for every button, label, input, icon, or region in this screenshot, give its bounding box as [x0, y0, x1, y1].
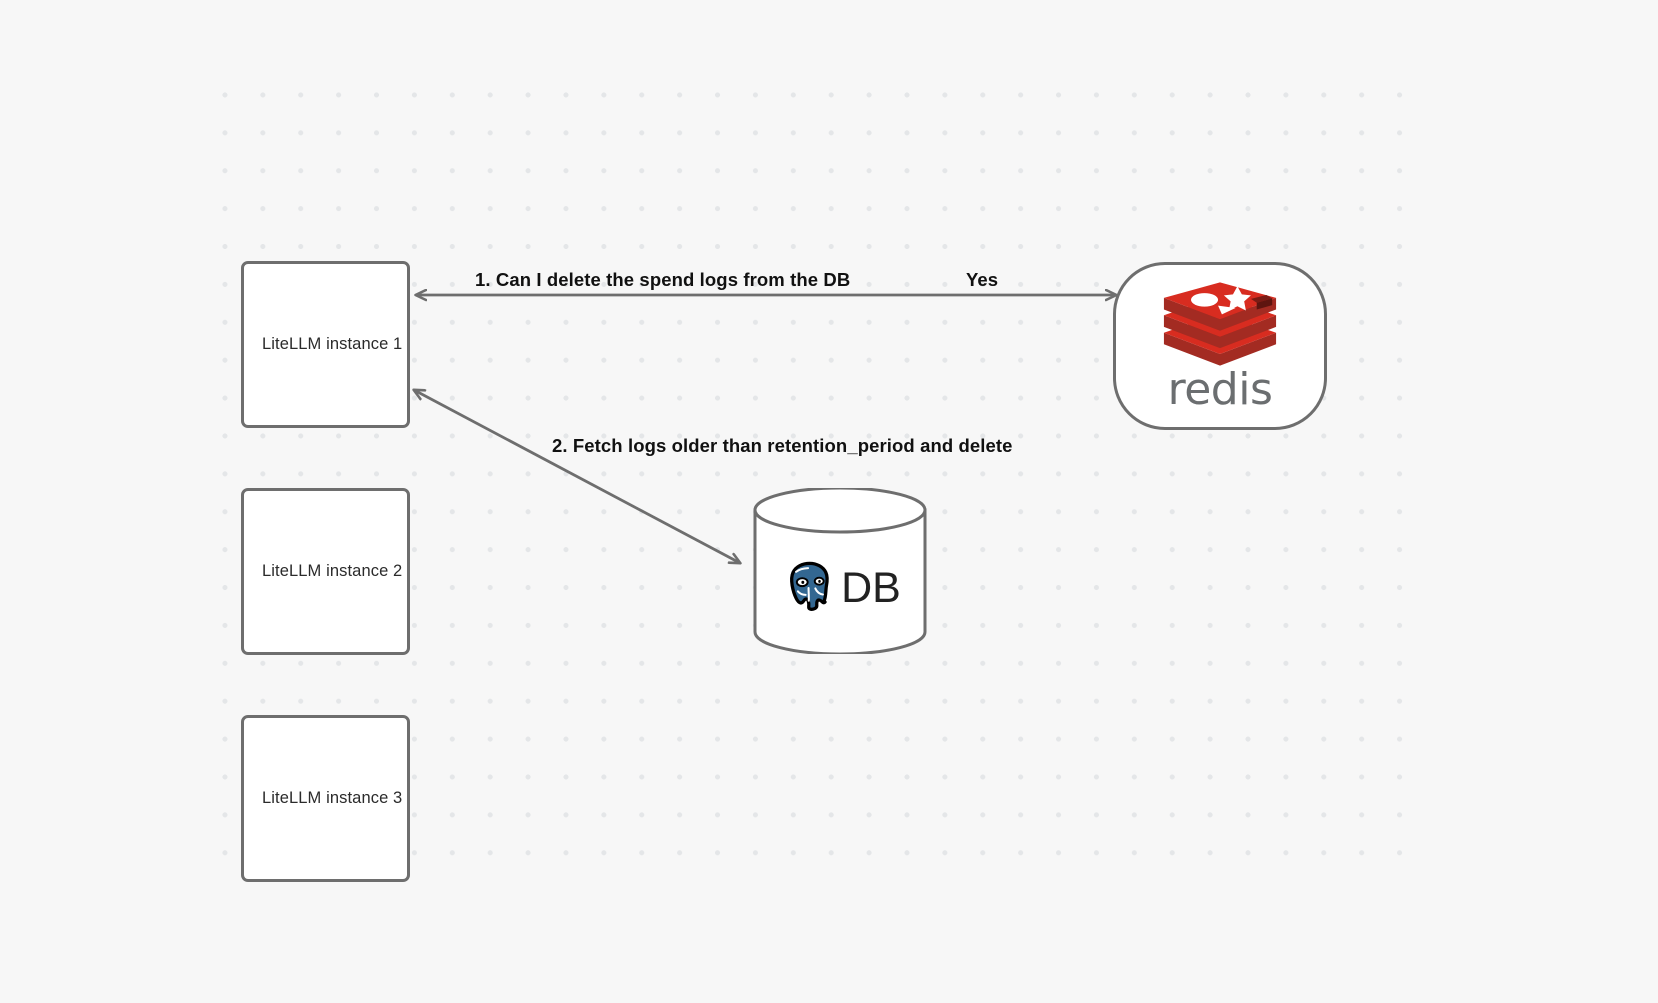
redis-wordmark: redis: [1167, 364, 1273, 415]
database-label: DB: [841, 563, 901, 612]
node-litellm-instance-2[interactable]: LiteLLM instance 2: [241, 488, 410, 655]
edge-label-1-answer: Yes: [966, 269, 999, 290]
node-database[interactable]: DB: [752, 486, 928, 656]
node-litellm-instance-1-label: LiteLLM instance 1: [262, 335, 403, 353]
edge-litellm1-database: [414, 390, 740, 563]
edge-label-1-question: 1. Can I delete the spend logs from the …: [475, 269, 851, 290]
redis-logo-wrap: redis: [1162, 282, 1278, 412]
node-litellm-instance-3-label: LiteLLM instance 3: [262, 789, 403, 807]
redis-logo-icon: [1163, 282, 1277, 366]
node-litellm-instance-3[interactable]: LiteLLM instance 3: [241, 715, 410, 882]
node-litellm-instance-1[interactable]: LiteLLM instance 1: [241, 261, 410, 428]
edge-label-2-fetch: 2. Fetch logs older than retention_perio…: [552, 435, 1013, 456]
database-cylinder-shape: [753, 486, 927, 656]
postgresql-elephant-icon: [790, 561, 829, 611]
database-label-group: DB: [752, 504, 928, 670]
node-redis[interactable]: redis: [1113, 262, 1327, 430]
node-litellm-instance-2-label: LiteLLM instance 2: [262, 562, 403, 580]
